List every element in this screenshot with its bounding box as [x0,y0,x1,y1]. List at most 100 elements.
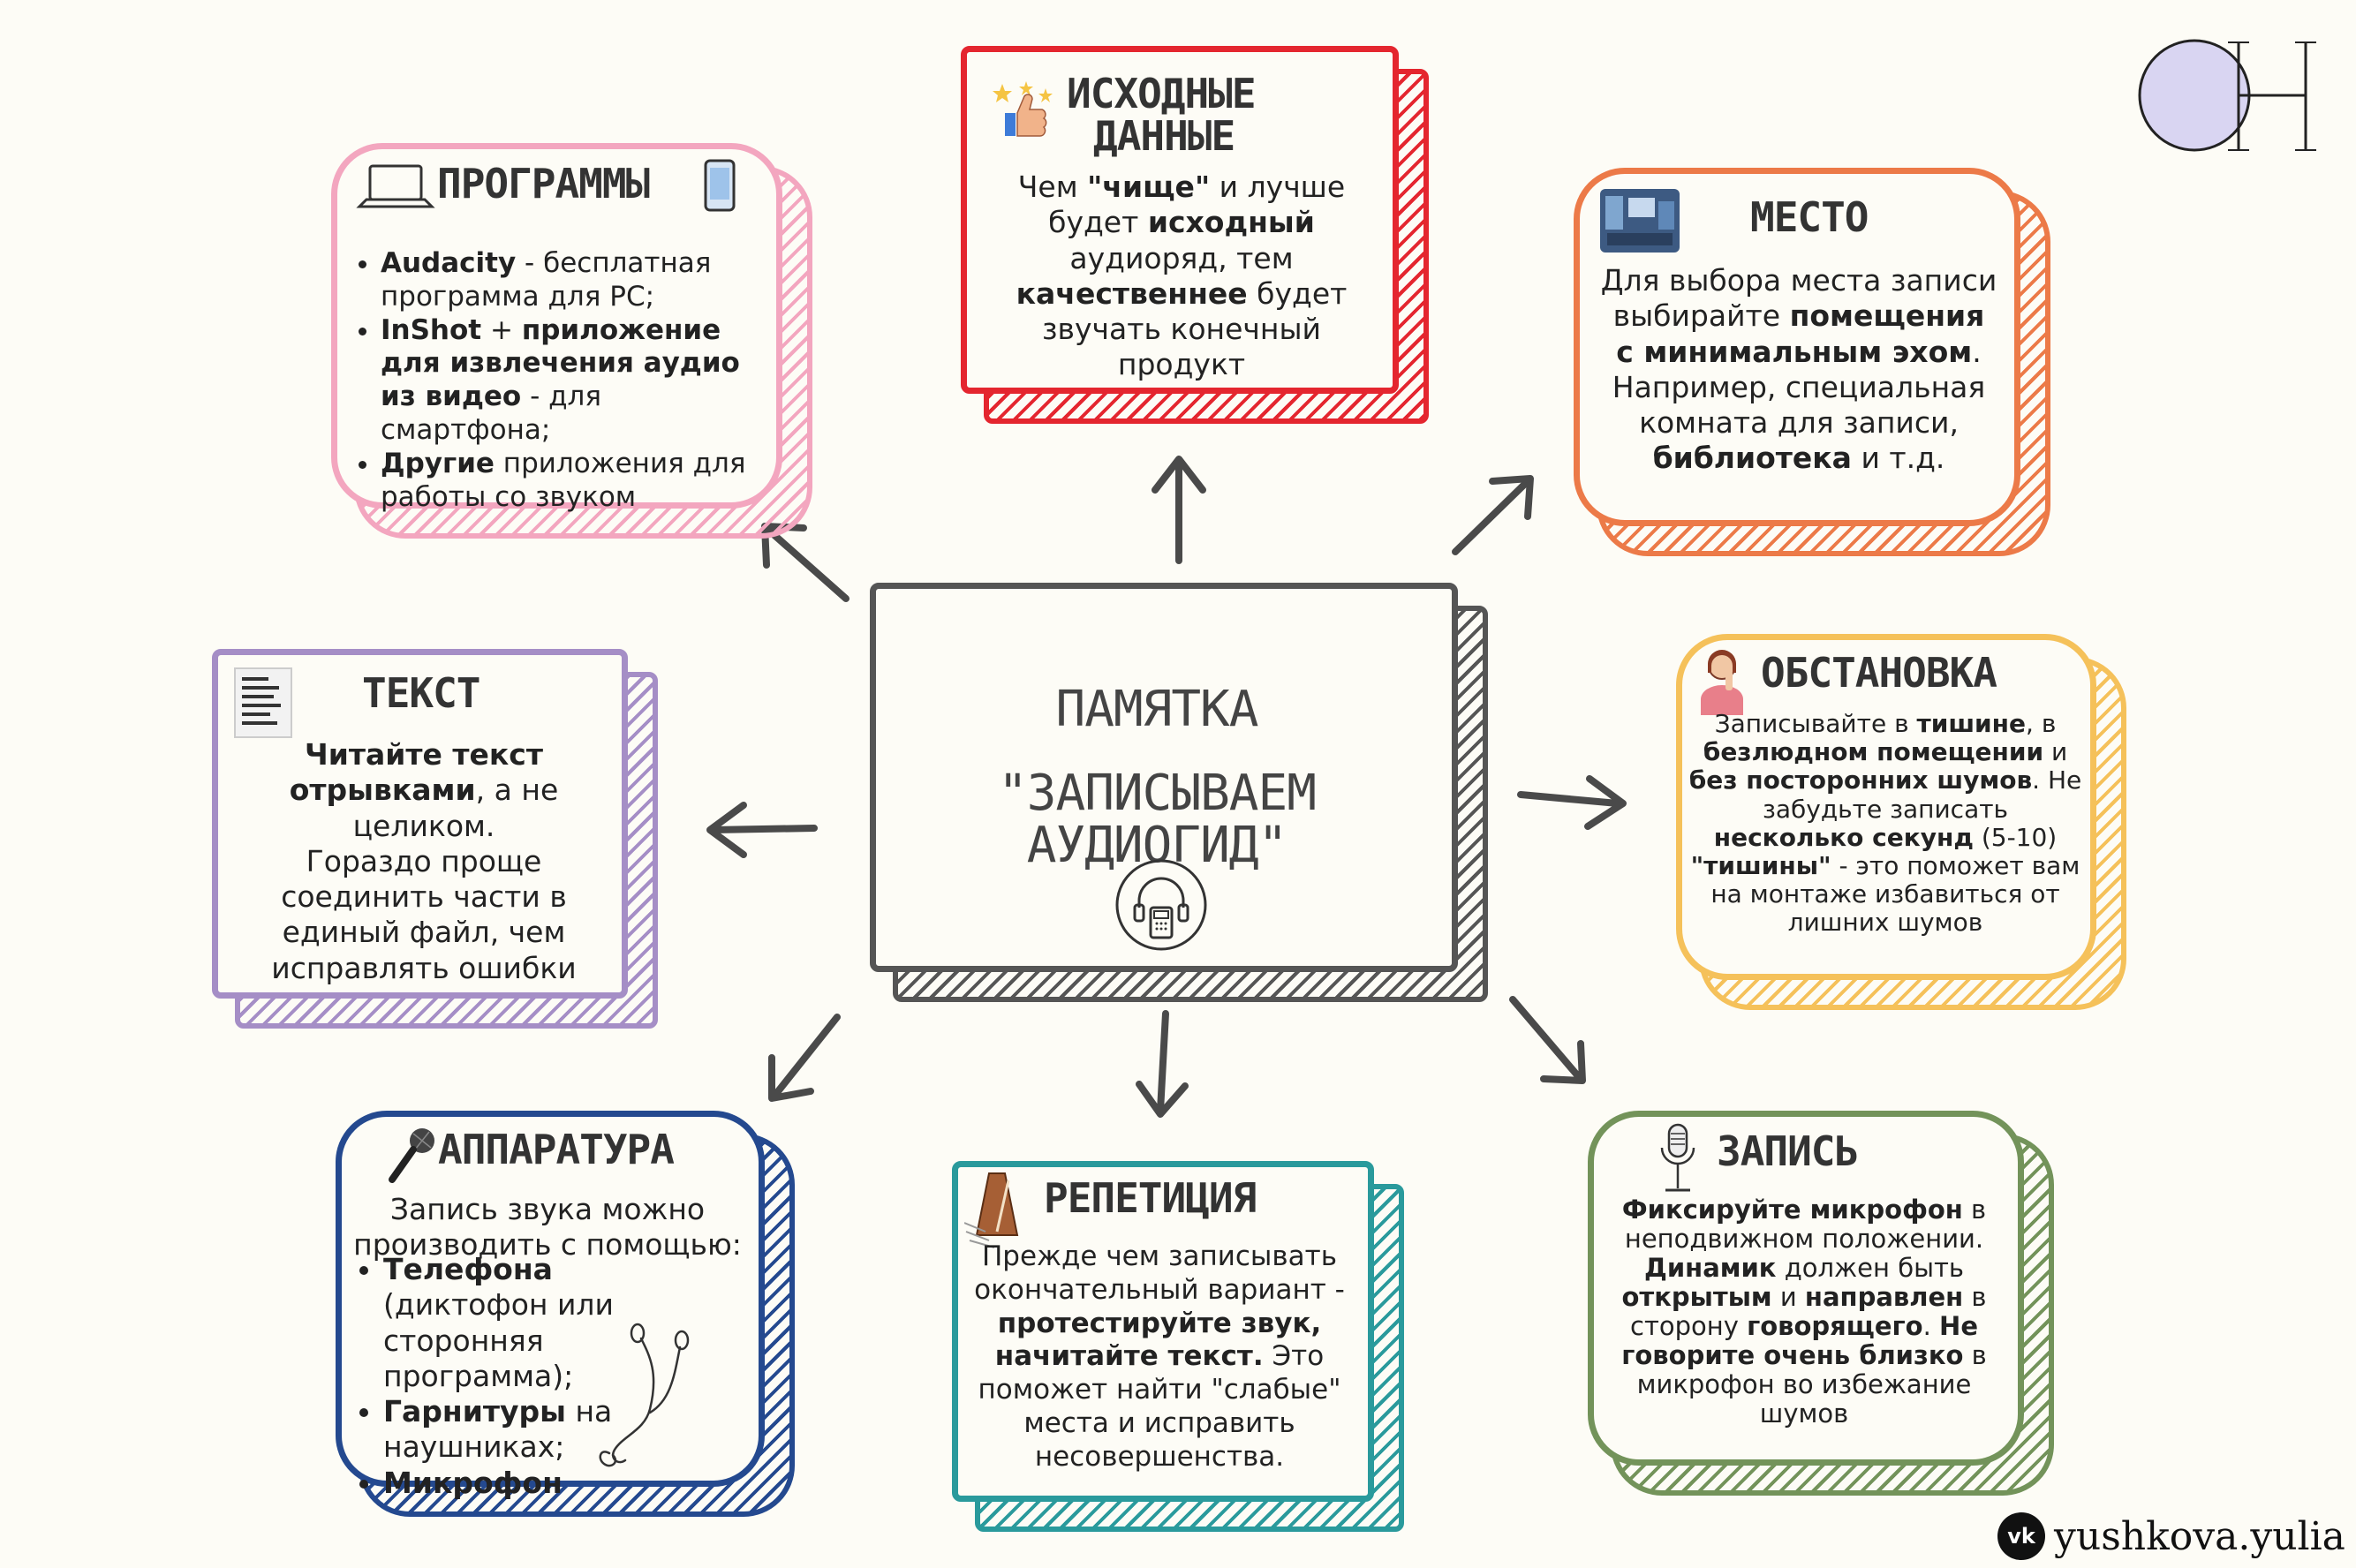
card-face [961,46,1399,394]
rehearsal-text-p1: Прежде чем записывать окончательный вари… [974,1240,1345,1306]
text-text-p2: Гораздо проще соединить части в единый ф… [271,843,577,985]
microphone-icon [389,1128,434,1183]
source-title-line1: ИСХОДНЫЕ [1067,70,1257,117]
hardware-list: Телефона (диктофон или сторонняя програм… [353,1252,724,1501]
arrow-to-source [1152,456,1206,564]
programs-item-2-bold2: приложение для извлечения аудио из видео [381,313,740,413]
logo [2133,26,2322,168]
place-title: МЕСТО [1750,193,1869,241]
hardware-title: АППАРАТУРА [438,1126,675,1173]
source-text-b1: "чище" [1087,170,1211,204]
arrow-to-ambience [1517,775,1627,830]
ambience-text-p4: . Не забудьте записать [1762,765,2082,824]
ambience-text-b1: тишине [1916,709,2027,738]
vk-icon-label: vk [2007,1524,2035,1549]
source-text-b2: исходный [1147,205,1315,240]
text-text: Читайте текст отрывками, а не целиком. Г… [238,737,609,986]
source-text-p4: будет звучать конечный продукт [1042,275,1348,382]
programs-item-3: Другие приложения для работы со звуком [381,448,766,515]
card-face [1676,634,2096,980]
place-text-p3: и т.д. [1851,441,1945,476]
handle-text: yushkova.yulia [2054,1513,2345,1559]
text-text-p1: , а не целиком. [352,773,559,843]
recording-text-p6: в микрофон во избежание шумов [1636,1340,1987,1429]
ambience-text-p1: Записывайте в [1714,709,1917,738]
ambience-text-p5: (5-10) [1973,822,2058,852]
programs-item-1: Audacity - бесплатная программа для PC; [381,247,766,314]
hardware-item-2: Гарнитуры на наушниках; [383,1394,724,1466]
ambience-title: ОБСТАНОВКА [1761,649,1997,697]
card-face [952,1161,1374,1502]
source-title-line2: ДАННЫЕ [1093,112,1235,160]
laptop-icon [356,164,435,208]
place-text: Для выбора места записи выбирайте помеще… [1600,263,1997,477]
programs-item-1-bold: Audacity [381,247,517,279]
footer-handle[interactable]: vk yushkova.yulia [1997,1511,2345,1561]
card-text: ТЕКСТ Читайте текст отрывками, а не цели… [212,649,658,1029]
place-text-p1: Для выбора места записи выбирайте [1600,263,1997,334]
metronome-icon [964,1172,1019,1248]
recording-text-b2: Динамик [1644,1253,1777,1284]
headphones-icon [1115,859,1207,951]
ambience-text-b3: без посторонних шумов [1688,765,2033,795]
recording-text-b5: говорящего [1747,1311,1923,1342]
center-title-line1: ПАМЯТКА [1055,681,1258,738]
earphones-icon [599,1323,690,1467]
programs-item-2-bold: InShot [381,313,482,346]
arrow-to-hardware [768,1014,841,1102]
programs-title: ПРОГРАММЫ [437,160,650,207]
ambience-text-p3: и [2043,737,2068,767]
studio-microphone-icon [1660,1123,1695,1192]
ambience-text-b4: несколько секунд [1713,822,1974,852]
recording-text-p4: в сторону [1630,1282,1987,1342]
room-icon [1600,189,1680,253]
document-icon [234,667,292,738]
source-text-p2: и лучше будет [1048,170,1346,240]
source-text: Чем "чище" и лучше будет исходный аудиор… [996,170,1367,383]
rehearsal-text-b1: протестируйте звук, начитайте текст. [994,1307,1322,1373]
card-recording: ЗАПИСЬ Фиксируйте микрофон в неподвижном… [1588,1111,2054,1496]
text-text-b1: Читайте текст отрывками [289,737,543,808]
source-text-p1: Чем [1017,170,1088,204]
hardware-item-3-bold: Микрофон [383,1465,563,1500]
place-text-p2: . Например, специальная комната для запи… [1612,334,1986,441]
place-text-b2: библиотека [1652,441,1852,476]
programs-item-3-rest: приложения для работы со звуком [381,447,746,513]
card-rehearsal: РЕПЕТИЦИЯ Прежде чем записывать окончате… [952,1161,1404,1532]
recording-text-p3: и [1771,1282,1805,1313]
programs-item-2-rest: - для смартфона; [381,381,602,447]
arrow-to-place [1452,475,1534,555]
hardware-item-1-bold: Телефона [383,1252,553,1286]
recording-text-p1: в неподвижном положении. [1624,1195,1987,1255]
rehearsal-text-p2: Это поможет найти "слабые" места и испра… [978,1340,1341,1473]
source-text-p3: аудиоряд, тем [1069,240,1294,275]
hardware-item-1: Телефона (диктофон или сторонняя програм… [383,1252,724,1394]
ambience-text-b2: безлюдном помещении [1703,737,2044,767]
hardware-intro: Запись звука можно производить с помощью… [353,1192,742,1263]
programs-item-2-plus: + [481,313,522,346]
center-title-line2: "ЗАПИСЫВАЕМ АУДИОГИД" [998,765,1317,874]
recording-title: ЗАПИСЬ [1717,1127,1859,1175]
hardware-item-2-rest: на наушниках; [383,1394,613,1465]
vk-icon: vk [1997,1512,2045,1560]
hardware-item-1-rest: (диктофон или сторонняя программа); [383,1287,614,1393]
recording-text-p2: должен быть [1776,1253,1964,1284]
source-text-b3: качественнее [1016,275,1248,311]
arrow-to-text [706,802,818,858]
ambience-text-p6: - это поможет вам на монтаже избавиться … [1710,850,2080,938]
center-card-face [870,583,1458,972]
programs-item-3-bold: Другие [381,447,495,479]
card-hardware: АППАРАТУРА Запись звука можно производит… [336,1111,795,1517]
ambience-text: Записывайте в тишине, в безлюдном помеще… [1687,709,2084,938]
rehearsal-title: РЕПЕТИЦИЯ [1044,1174,1257,1222]
programs-item-2: InShot + приложение для извлечения аудио… [381,314,766,448]
ambience-text-b5: "тишины" [1690,850,1831,880]
card-face [1588,1111,2024,1466]
recording-text-b3: открытым [1621,1282,1772,1313]
card-face [336,1111,765,1487]
smartphone-icon [704,159,736,212]
recording-text-b1: Фиксируйте микрофон [1621,1195,1963,1225]
recording-text-b4: направлен [1804,1282,1964,1313]
recording-text: Фиксируйте микрофон в неподвижном положе… [1605,1195,2003,1429]
